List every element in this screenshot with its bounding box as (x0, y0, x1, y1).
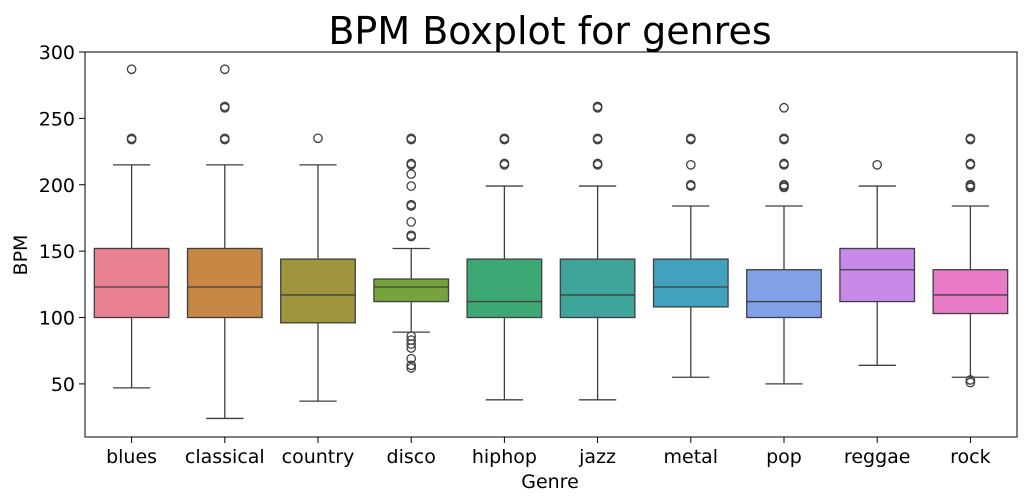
box-group-classical (186, 64, 263, 420)
x-tick-label: reggae (844, 446, 911, 468)
box-iqr (652, 258, 729, 308)
y-axis: 50 100 150 200 250 300 (39, 42, 85, 396)
outlier-point (406, 230, 417, 241)
outlier-point (406, 199, 417, 210)
box-iqr (186, 247, 263, 319)
box-iqr (93, 247, 170, 319)
outlier-point (965, 158, 976, 169)
outlier-point (779, 179, 789, 190)
box-iqr (746, 269, 822, 319)
outlier-point (406, 158, 417, 169)
outlier-point (685, 179, 696, 190)
outlier-point (592, 133, 603, 144)
box-iqr (280, 258, 356, 324)
y-tick-label: 200 (39, 175, 75, 197)
box-group-metal (652, 133, 729, 378)
outlier-point (219, 101, 230, 112)
outlier-point (779, 158, 789, 169)
x-axis-label: Genre (521, 471, 579, 493)
x-tick-label: hiphop (472, 446, 537, 468)
outlier-point (499, 133, 510, 144)
y-tick-label: 250 (39, 108, 75, 130)
box-iqr (839, 247, 916, 303)
outlier-point (219, 64, 230, 75)
box-group-reggae (839, 159, 916, 366)
outlier-point (406, 169, 417, 179)
outlier-point (965, 377, 976, 388)
x-tick-label: blues (106, 446, 157, 468)
outlier-point (872, 159, 883, 170)
outlier-point (406, 331, 417, 341)
outlier-point (406, 360, 417, 371)
outlier-point (592, 101, 603, 112)
x-tick-label: classical (185, 446, 265, 468)
outlier-point (313, 133, 323, 144)
outlier-point (406, 133, 417, 144)
outlier-point (965, 179, 976, 190)
outlier-point (779, 133, 789, 144)
box-iqr (559, 258, 636, 319)
box-iqr (466, 258, 543, 319)
x-tick-label: jazz (578, 446, 616, 468)
box-group-hiphop (466, 133, 543, 401)
outlier-point (779, 102, 789, 113)
x-tick-label: country (282, 446, 355, 468)
box-iqr (373, 278, 450, 303)
x-tick-label: disco (387, 446, 436, 468)
y-tick-label: 50 (51, 374, 75, 396)
plot-frame (84, 51, 1018, 438)
box-iqr (932, 269, 1009, 315)
box-group-jazz (559, 101, 636, 401)
box-group-blues (93, 64, 170, 389)
outlier-point (499, 158, 510, 169)
x-tick-label: pop (766, 446, 802, 468)
outlier-point (965, 133, 976, 144)
outlier-point (126, 64, 137, 75)
y-axis-label: BPM (10, 235, 32, 276)
outlier-point (219, 133, 230, 144)
x-axis: blues classical country disco hiphop jazz meta… (106, 437, 991, 468)
outlier-point (406, 181, 417, 191)
y-tick-label: 150 (39, 241, 75, 263)
y-tick-label: 300 (39, 42, 75, 64)
box-group-rock (932, 133, 1009, 388)
chart-title: BPM Boxplot for genres (328, 9, 771, 53)
plot-area (84, 51, 1018, 438)
outlier-point (126, 133, 137, 144)
outlier-point (406, 217, 417, 227)
box-group-disco (373, 133, 450, 373)
outlier-point (685, 159, 696, 170)
outlier-point (406, 363, 417, 373)
outlier-point (965, 375, 976, 385)
box-group-country (280, 133, 356, 402)
outlier-point (592, 158, 603, 169)
box-group-pop (746, 102, 822, 385)
x-tick-label: rock (950, 446, 990, 468)
y-tick-label: 100 (39, 308, 75, 330)
outlier-point (406, 353, 417, 364)
outlier-point (406, 335, 417, 345)
outlier-point (685, 133, 696, 144)
x-tick-label: metal (664, 446, 719, 468)
